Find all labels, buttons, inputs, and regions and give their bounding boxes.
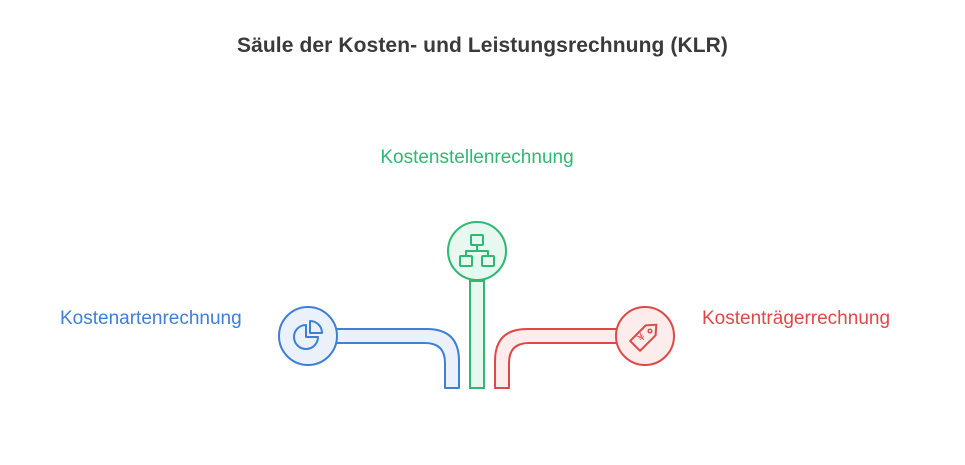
org-chart-icon [447,221,507,281]
pillar-kostenstellenrechnung [469,280,485,389]
pie-chart-icon [278,306,338,366]
diagram-title: Säule der Kosten- und Leistungsrechnung … [236,34,729,57]
price-tag-icon: ¥ [615,306,675,366]
label-kostentraegerrechnung: Kostenträgerrechnung [702,308,891,329]
pillar-kostentraegerrechnung [494,328,618,389]
label-kostenartenrechnung: Kostenartenrechnung [60,308,242,329]
label-kostenstellenrechnung: Kostenstellenrechnung [380,147,574,168]
pillar-kostenartenrechnung [334,328,460,389]
